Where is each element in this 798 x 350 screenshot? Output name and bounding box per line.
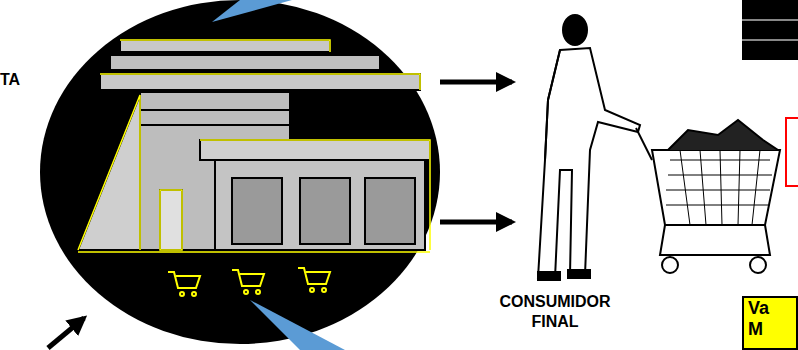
pointer-arrow: [48, 318, 84, 348]
supermarket-building: [78, 40, 430, 250]
actor-label: CONSUMIDOR FINAL: [490, 292, 620, 332]
panel-fragment: [742, 39, 798, 41]
callout-tail: [250, 300, 345, 350]
value-box: VaM: [742, 296, 798, 350]
callout-tail: [212, 0, 292, 22]
frame-fragment: [786, 118, 798, 186]
consumer-figure: [538, 15, 640, 280]
cut-label: TA: [0, 70, 40, 90]
store-circle: [40, 0, 440, 344]
box-text: Va: [744, 298, 796, 319]
flow-arrow: [440, 80, 512, 85]
flow-arrow: [440, 220, 512, 225]
panel-fragment: [742, 0, 798, 60]
shopping-cart: [636, 120, 780, 273]
panel-fragment: [742, 19, 798, 21]
box-text: M: [744, 319, 796, 340]
building-highlights: [78, 40, 430, 252]
cart-icons: [168, 268, 330, 296]
